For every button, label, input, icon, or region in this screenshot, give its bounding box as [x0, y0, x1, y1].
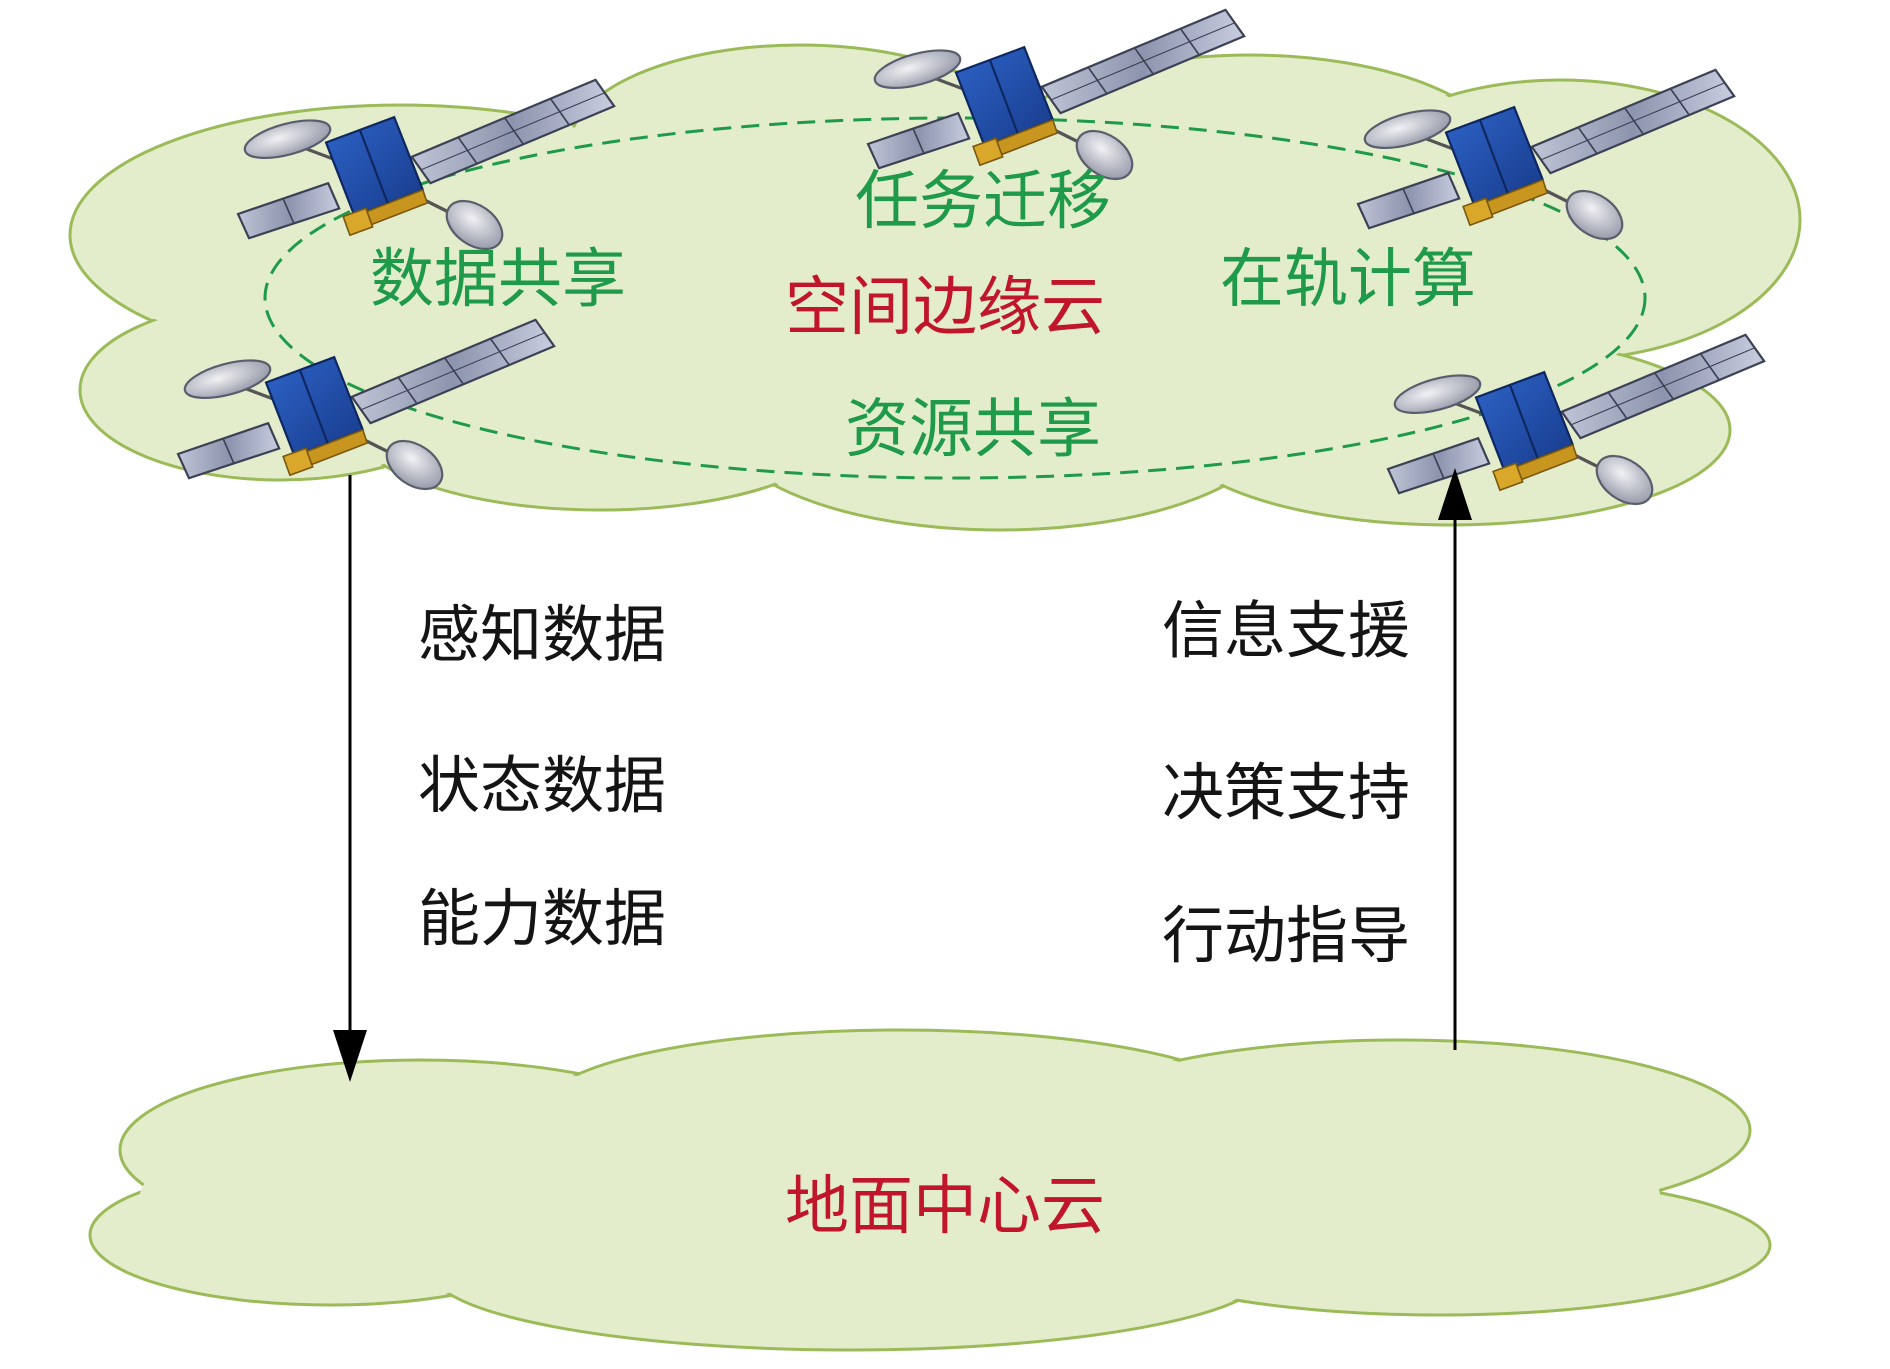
downlink-item: 状态数据: [418, 749, 667, 822]
function-data-sharing: 数据共享: [370, 243, 626, 317]
downlink-arrow: [333, 475, 367, 1082]
uplink-item: 决策支持: [1162, 756, 1411, 829]
ground-cloud-title: 地面中心云: [785, 1170, 1105, 1244]
downlink-item: 感知数据: [418, 598, 667, 671]
uplink-item: 信息支援: [1162, 594, 1411, 667]
function-on-orbit-computing: 在轨计算: [1220, 243, 1476, 317]
ground-center-cloud: [88, 1028, 1772, 1352]
downlink-item: 能力数据: [418, 882, 667, 955]
uplink-arrow: [1438, 468, 1472, 1050]
function-resource-sharing: 资源共享: [845, 393, 1101, 467]
space-cloud-title: 空间边缘云: [785, 271, 1105, 345]
function-task-migration: 任务迁移: [855, 165, 1111, 239]
uplink-item: 行动指导: [1162, 899, 1411, 972]
